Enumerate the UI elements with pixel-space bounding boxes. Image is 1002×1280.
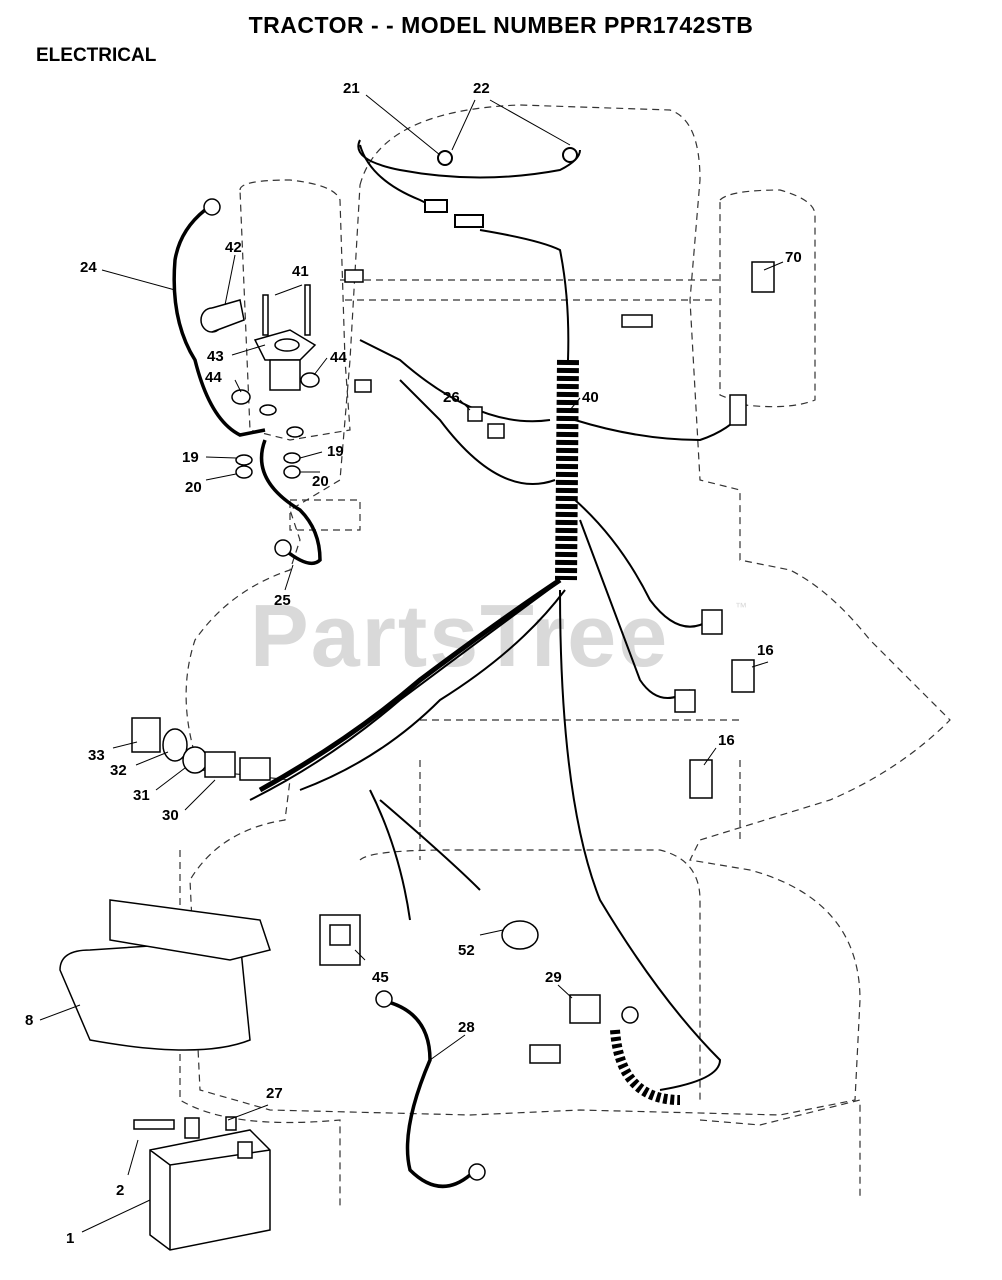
callout-20-left: 20 xyxy=(185,479,202,496)
connectors xyxy=(344,261,775,1064)
cables xyxy=(172,208,472,1189)
callout-31: 31 xyxy=(133,787,150,804)
callout-16-upper: 16 xyxy=(757,642,774,659)
callout-22: 22 xyxy=(473,80,490,97)
main-harness xyxy=(249,229,746,1105)
callout-33: 33 xyxy=(88,747,105,764)
solenoid xyxy=(200,284,320,479)
callout-1: 1 xyxy=(66,1230,74,1247)
callout-52: 52 xyxy=(458,942,475,959)
callout-labels: 21 22 24 42 41 70 43 44 44 26 40 19 19 2… xyxy=(25,80,802,1247)
callout-32: 32 xyxy=(110,762,127,779)
section-label: ELECTRICAL xyxy=(36,45,157,66)
callout-40: 40 xyxy=(582,389,599,406)
callout-30: 30 xyxy=(162,807,179,824)
headlight-harness xyxy=(357,139,581,228)
callout-29: 29 xyxy=(545,969,562,986)
callout-27: 27 xyxy=(266,1085,283,1102)
diagram-title: TRACTOR - - MODEL NUMBER PPR1742STB xyxy=(248,12,754,38)
callout-19-right: 19 xyxy=(327,443,344,460)
callout-8: 8 xyxy=(25,1012,33,1029)
callout-70: 70 xyxy=(785,249,802,266)
callout-24: 24 xyxy=(80,259,97,276)
callout-2: 2 xyxy=(116,1182,124,1199)
callout-26: 26 xyxy=(443,389,460,406)
callout-28: 28 xyxy=(458,1019,475,1036)
callout-45: 45 xyxy=(372,969,389,986)
watermark-trademark: ™ xyxy=(735,600,747,614)
watermark: PartsTree xyxy=(250,586,670,685)
battery xyxy=(133,1116,271,1251)
callout-21: 21 xyxy=(343,80,360,97)
callout-25: 25 xyxy=(274,592,291,609)
leader-lines xyxy=(39,94,784,1233)
ignition-switch xyxy=(131,717,271,781)
terminals xyxy=(203,198,639,1181)
callout-42: 42 xyxy=(225,239,242,256)
callout-43: 43 xyxy=(207,348,224,365)
misc-parts xyxy=(59,899,539,1051)
callout-41: 41 xyxy=(292,263,309,280)
callout-19-left: 19 xyxy=(182,449,199,466)
callout-20-right: 20 xyxy=(312,473,329,490)
tractor-outline xyxy=(179,104,951,1210)
callout-16-lower: 16 xyxy=(718,732,735,749)
callout-44-left: 44 xyxy=(205,369,222,386)
callout-44-right: 44 xyxy=(330,349,347,366)
